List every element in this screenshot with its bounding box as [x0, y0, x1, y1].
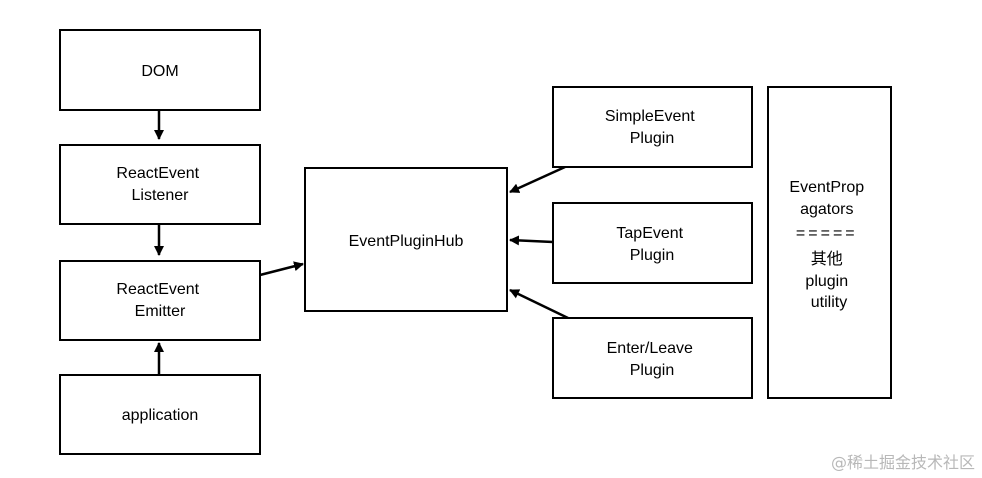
react-event-listener-label-line2: Listener	[132, 187, 190, 204]
simple-event-plugin-label-line2: Plugin	[630, 130, 674, 147]
arrow-enter-leave-to-hub	[509, 288, 569, 320]
svg-text:DOM: DOM	[141, 63, 178, 80]
svg-text:EventPluginHub: EventPluginHub	[349, 233, 464, 250]
dom-label: DOM	[141, 63, 178, 80]
event-propagators-separator: =====	[796, 225, 858, 242]
event-plugin-hub-box: EventPluginHub	[304, 167, 508, 312]
application-box: application	[59, 374, 261, 455]
react-event-emitter-label-line2: Emitter	[135, 303, 186, 320]
connectors	[154, 110, 569, 375]
svg-text:TapEvent Plugin: TapEvent Plugin	[616, 225, 687, 264]
tap-event-plugin-label-line2: Plugin	[630, 247, 674, 264]
tap-event-plugin-box: TapEvent Plugin	[552, 202, 753, 284]
react-event-emitter-label-line1: ReactEvent	[116, 281, 199, 298]
event-propagators-label-utility: utility	[811, 294, 847, 311]
dom-box: DOM	[59, 29, 261, 111]
enter-leave-plugin-label-line1: Enter/Leave	[607, 340, 693, 357]
react-event-emitter-box: ReactEvent Emitter	[59, 260, 261, 341]
arrow-emitter-to-hub	[259, 261, 304, 277]
enter-leave-plugin-label-line2: Plugin	[630, 362, 674, 379]
tap-event-plugin-label-line1: TapEvent	[616, 225, 683, 242]
react-event-listener-label-line1: ReactEvent	[116, 165, 199, 182]
svg-text:SimpleEvent Plugin: SimpleEvent Plugin	[605, 108, 699, 147]
svg-text:Enter/Leave Plugin: Enter/Leave Plugin	[607, 340, 698, 379]
svg-text:ReactEvent Listener: ReactEvent Listener	[116, 165, 203, 204]
event-propagators-label-line1: EventProp	[789, 179, 864, 196]
enter-leave-plugin-box: Enter/Leave Plugin	[552, 317, 753, 399]
simple-event-plugin-label-line1: SimpleEvent	[605, 108, 695, 125]
react-event-listener-box: ReactEvent Listener	[59, 144, 261, 225]
event-propagators-box: EventProp agators ===== 其他 plugin utilit…	[767, 86, 892, 399]
simple-event-plugin-box: SimpleEvent Plugin	[552, 86, 753, 168]
svg-text:ReactEvent Emitter: ReactEvent Emitter	[116, 281, 203, 320]
arrow-tap-event-to-hub	[509, 235, 554, 246]
event-propagators-label-plugin: plugin	[805, 273, 848, 290]
svg-text:EventProp agators: EventProp agators ===== 其他 plugin utilit…	[789, 179, 868, 311]
arrow-simple-event-to-hub	[509, 165, 566, 194]
event-propagators-label-other: 其他	[811, 250, 843, 268]
event-propagators-label-line2: agators	[800, 201, 853, 218]
application-label: application	[122, 407, 199, 424]
event-plugin-hub-label: EventPluginHub	[349, 233, 464, 250]
watermark-text: @稀土掘金技术社区	[831, 453, 975, 472]
svg-text:application: application	[122, 407, 199, 424]
